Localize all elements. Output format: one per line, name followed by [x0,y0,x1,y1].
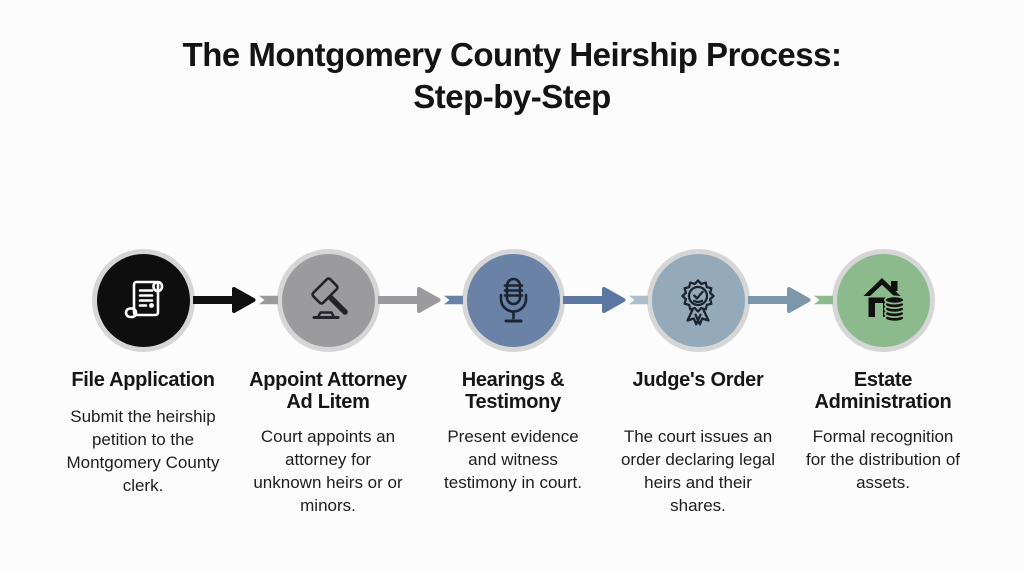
gavel-icon [311,277,348,319]
page-title-line1: The Montgomery County Heirship Process: [182,36,842,73]
step-description: Present evidence and witness testimony i… [444,427,582,492]
connector-arrow-3 [563,287,648,313]
step-description: Court appoints an attorney for unknown h… [253,427,403,515]
step-circle-wrap [91,248,195,352]
step-estate-administration: Estate Administration Formal recognition… [791,248,975,494]
step-title: Estate Administration [814,369,952,413]
step-circle-wrap [276,248,380,352]
step-circle [836,253,930,347]
step-hearings-testimony: Hearings & Testimony Present evidence an… [421,248,605,494]
step-title: Appoint Attorney Ad Litem [249,369,407,413]
step-circle-wrap [646,248,750,352]
step-circle-wrap [461,248,565,352]
award-badge-icon [681,279,715,326]
page-title-line2: Step-by-Step [413,78,611,115]
scroll-document-icon [124,280,164,319]
connector-arrow-1 [193,287,278,313]
step-description: Submit the heirship petition to the Mont… [66,407,220,495]
house-assets-icon [863,278,905,323]
microphone-icon [499,277,528,323]
step-title: Hearings & Testimony [461,369,565,413]
step-appoint-attorney: Appoint Attorney Ad Litem Court appoints… [236,248,420,517]
connector-arrow-2 [378,287,463,313]
page-title: The Montgomery County Heirship Process: … [0,34,1024,118]
step-file-application: File Application Submit the heirship pet… [51,248,235,497]
connector-arrow-4 [748,287,833,313]
step-description: The court issues an order declaring lega… [620,427,776,515]
step-title: Judge's Order [632,369,764,391]
step-judges-order: Judge's Order The court issues an order … [606,248,790,517]
step-description: Formal recognition for the distribution … [805,427,961,492]
step-circle [96,253,190,347]
step-circle-wrap [831,248,935,352]
step-circle [466,253,560,347]
step-circle [651,253,745,347]
step-title: File Application [71,369,215,391]
step-circle [281,253,375,347]
